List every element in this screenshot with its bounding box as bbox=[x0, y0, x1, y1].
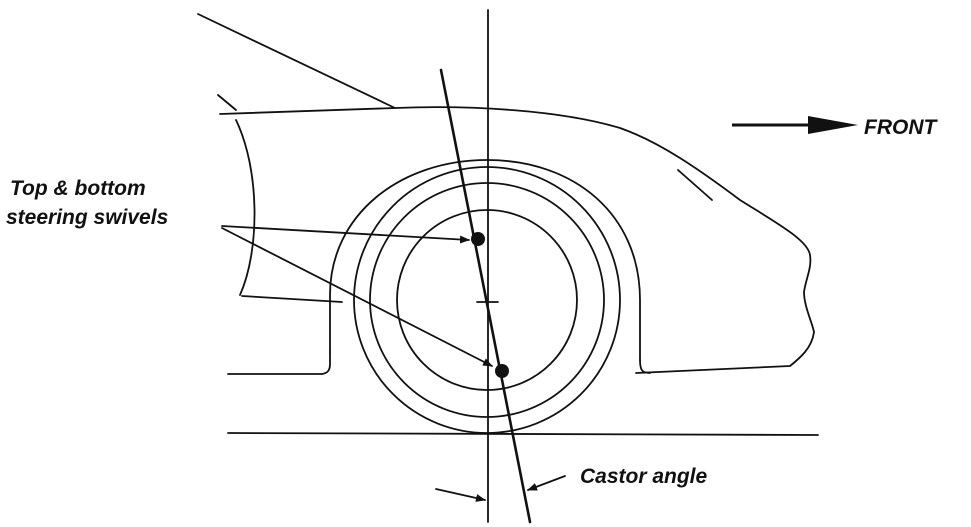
windscreen-line bbox=[197, 13, 396, 109]
castor-right-arrow bbox=[527, 475, 566, 491]
tyre-outer bbox=[353, 166, 621, 434]
castor-left-arrow bbox=[435, 488, 486, 502]
wheel-rim bbox=[396, 209, 578, 391]
body-top-line bbox=[219, 106, 815, 374]
steering-axis-line bbox=[439, 68, 532, 524]
wheel-arch bbox=[329, 159, 641, 361]
rear-body-bottom bbox=[227, 351, 331, 375]
arrow-right-icon bbox=[732, 116, 858, 134]
top-swivel-leader bbox=[221, 225, 470, 244]
front-label: FRONT bbox=[864, 116, 938, 139]
swivels-label-line1: Top & bottom bbox=[10, 177, 146, 200]
top-swivel-point bbox=[471, 232, 485, 246]
front-body-bottom bbox=[639, 359, 651, 374]
sill-line bbox=[241, 295, 343, 303]
swivels-label-line2: steering swivels bbox=[6, 206, 168, 229]
bottom-swivel-point bbox=[495, 364, 509, 378]
door-line bbox=[235, 119, 256, 296]
panel-shut-line bbox=[677, 169, 713, 201]
bonnet-edge-line bbox=[217, 94, 237, 111]
bottom-swivel-leader bbox=[221, 227, 493, 367]
tyre-inner bbox=[369, 182, 605, 418]
castor-angle-label: Castor angle bbox=[580, 465, 708, 488]
ground-line bbox=[227, 432, 819, 436]
